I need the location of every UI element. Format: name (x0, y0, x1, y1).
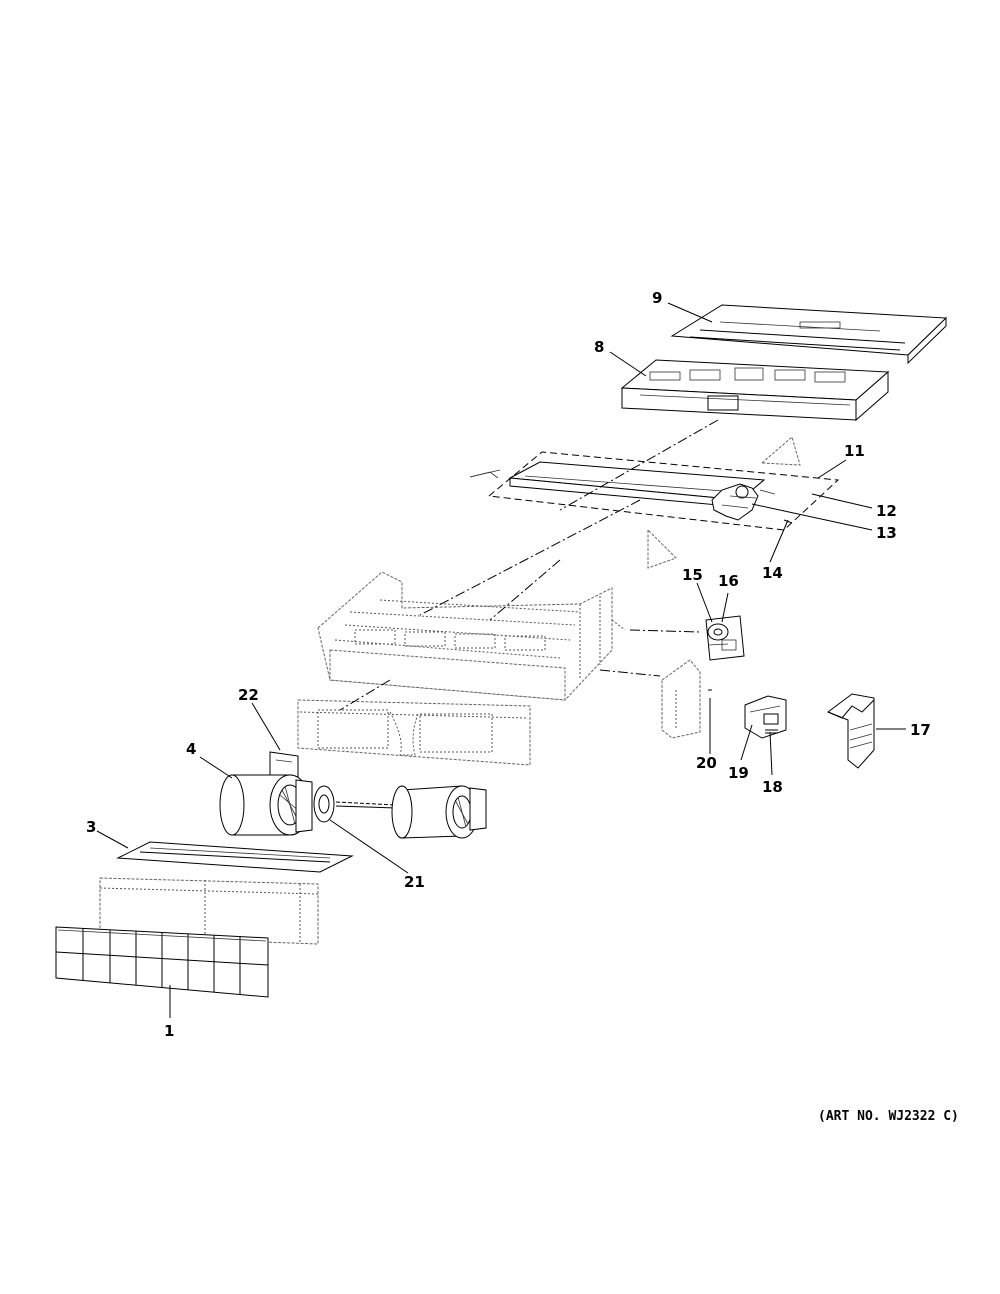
callout-14: 14 (762, 564, 783, 582)
callout-4: 4 (186, 740, 196, 758)
base-tray (297, 699, 531, 766)
part-15-16-switch-bracket (705, 615, 745, 661)
callout-21: 21 (404, 873, 425, 891)
callout-labels: 9 8 11 12 13 14 15 16 17 18 19 20 21 22 … (86, 289, 931, 1040)
part-18-clip (765, 729, 778, 734)
callout-12: 12 (876, 502, 897, 520)
part-3-plate (116, 841, 354, 873)
part-8-control-housing (620, 359, 890, 422)
part-17-bracket (826, 693, 875, 769)
callout-15: 15 (682, 566, 703, 584)
callout-18: 18 (762, 778, 783, 796)
triangle-bracket-lower (647, 528, 677, 569)
leader-lines (96, 302, 906, 1018)
callout-8: 8 (594, 338, 604, 356)
callout-13: 13 (876, 524, 897, 542)
grille-frame (99, 877, 319, 945)
callout-22: 22 (238, 686, 259, 704)
callout-16: 16 (718, 572, 739, 590)
callout-20: 20 (696, 754, 717, 772)
part-14-clip (783, 519, 793, 524)
blower-wheel-right (391, 785, 487, 839)
part-9-top-cover (670, 304, 948, 365)
part-13-relay (711, 483, 776, 521)
part-20-side-panel (661, 659, 712, 739)
part-1-filter-grid (55, 926, 269, 998)
chassis-frame (317, 571, 626, 701)
callout-17: 17 (910, 721, 931, 739)
triangle-bracket-upper (760, 436, 801, 466)
callout-11: 11 (844, 442, 865, 460)
callout-9: 9 (652, 289, 662, 307)
part-4-blower-wheel-left (219, 774, 313, 836)
part-21-motor-shaft (313, 785, 397, 823)
callout-19: 19 (728, 764, 749, 782)
callout-3: 3 (86, 818, 96, 836)
art-number-label: (ART NO. WJ2322 C) (818, 1109, 959, 1124)
callout-1: 1 (164, 1022, 174, 1040)
part-19-control-board (744, 695, 787, 739)
assembly-guide-lines (339, 419, 719, 711)
